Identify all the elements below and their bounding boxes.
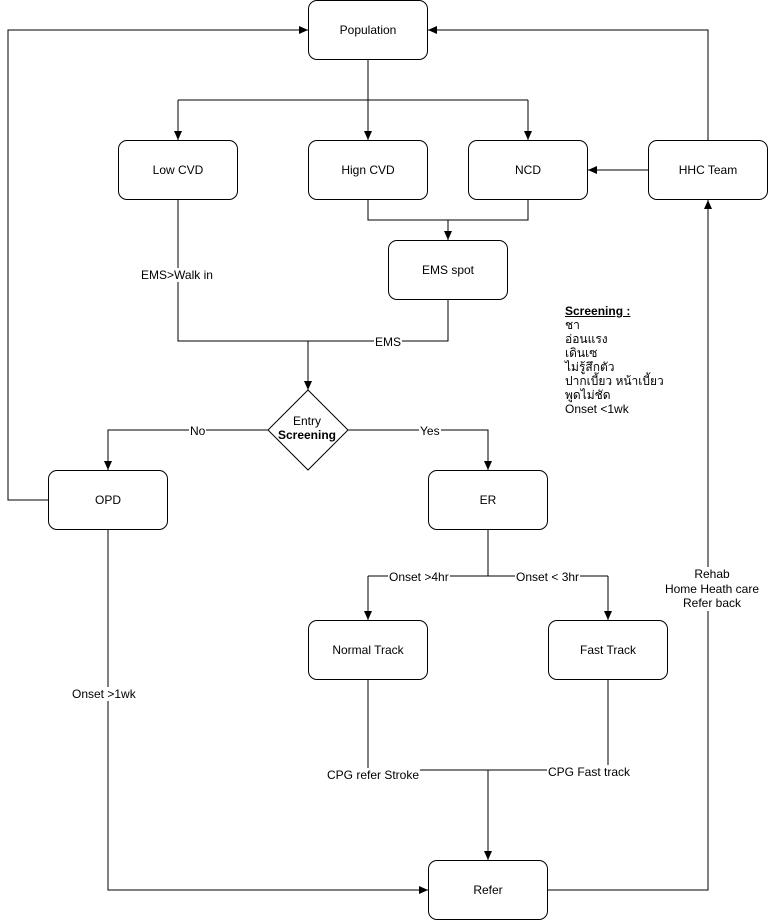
- entry-screening-diamond: [267, 389, 349, 471]
- edge-tracks-to-refer: [367, 680, 609, 860]
- edge-opd-to-population: [7, 26, 308, 501]
- er-label: ER: [479, 493, 497, 507]
- normal-track-label: Normal Track: [332, 643, 404, 657]
- screening-note-item: พูดไม่ชัด: [565, 388, 611, 402]
- refer-label: Refer: [473, 883, 503, 897]
- edge-label-rehab: Rehab: [694, 567, 730, 581]
- edge-no-to-opd: [104, 429, 268, 470]
- fast-track-label: Fast Track: [579, 643, 636, 657]
- edge-yes-to-er: [348, 429, 492, 470]
- ems-spot-node: EMS spot: [388, 240, 508, 300]
- edge-label-ems-walk-in: EMS>Walk in: [140, 268, 214, 282]
- high-cvd-label: Hign CVD: [341, 163, 395, 177]
- population-node: Population: [308, 0, 428, 60]
- edge-label-onset-lt-3hr: Onset < 3hr: [515, 570, 581, 584]
- low-cvd-node: Low CVD: [118, 140, 238, 200]
- fast-track-node: Fast Track: [548, 620, 668, 680]
- edge-label-cpg-fast-track: CPG Fast track: [547, 765, 632, 779]
- entry-screening-label: Entry Screening: [268, 414, 346, 442]
- screening-note-item: ไม่รู้สึกตัว: [565, 360, 615, 374]
- normal-track-node: Normal Track: [308, 620, 428, 680]
- low-cvd-label: Low CVD: [152, 163, 204, 177]
- refer-node: Refer: [428, 860, 548, 920]
- edge-label-refer-back-group: Rehab Home Heath care Refer back: [652, 567, 768, 611]
- screening-note-item: ชา: [565, 318, 580, 332]
- edge-label-onset-gt-4hr: Onset >4hr: [388, 570, 450, 584]
- entry-label-line2: Screening: [277, 428, 337, 442]
- edge-label-home-heath-care: Home Heath care: [664, 581, 760, 596]
- screening-note: Screening : ชา อ่อนแรง เดินเซ ไม่รู้สึกต…: [565, 304, 664, 416]
- ems-spot-label: EMS spot: [421, 263, 475, 277]
- screening-note-item: เดินเซ: [565, 346, 598, 360]
- entry-label-line1: Entry: [292, 414, 321, 428]
- er-node: ER: [428, 470, 548, 530]
- edge-label-yes: Yes: [419, 424, 441, 438]
- edge-label-refer-back: Refer back: [682, 596, 742, 610]
- hhc-team-label: HHC Team: [678, 163, 738, 177]
- opd-label: OPD: [94, 493, 121, 507]
- edge-population-split: [178, 60, 528, 101]
- hhc-team-node: HHC Team: [648, 140, 768, 200]
- edge-hhc-to-population: [428, 26, 709, 140]
- screening-note-heading: Screening :: [565, 304, 631, 318]
- ncd-label: NCD: [515, 163, 541, 177]
- high-cvd-node: Hign CVD: [308, 140, 428, 200]
- population-label: Population: [339, 23, 397, 37]
- edge-to-ems-spot: [367, 200, 529, 240]
- opd-node: OPD: [48, 470, 168, 530]
- edge-label-onset-gt-1wk: Onset >1wk: [71, 687, 137, 701]
- edge-refer-to-hhc: [548, 200, 712, 891]
- screening-note-item: อ่อนแรง: [565, 332, 608, 346]
- screening-note-item: ปากเบี้ยว หน้าเบี้ยว: [565, 374, 664, 388]
- edge-opd-to-refer: [107, 530, 428, 894]
- ncd-node: NCD: [468, 140, 588, 200]
- edge-label-ems: EMS: [374, 335, 403, 349]
- edge-label-no: No: [189, 424, 207, 438]
- edge-label-cpg-refer-stroke: CPG refer Stroke: [326, 768, 421, 782]
- screening-note-item: Onset <1wk: [565, 402, 629, 416]
